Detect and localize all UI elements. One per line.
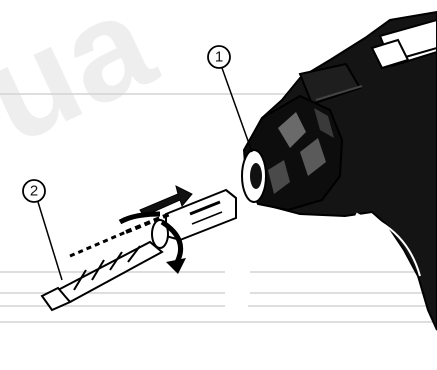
callout-2: 2: [23, 180, 45, 202]
callout-1-label: 1: [215, 49, 223, 66]
drill-bit: [42, 190, 236, 310]
callout-2-label: 2: [30, 183, 38, 200]
watermark: ua: [0, 0, 175, 173]
rotary-hammer: [242, 12, 437, 330]
callout-1: 1: [208, 46, 230, 68]
